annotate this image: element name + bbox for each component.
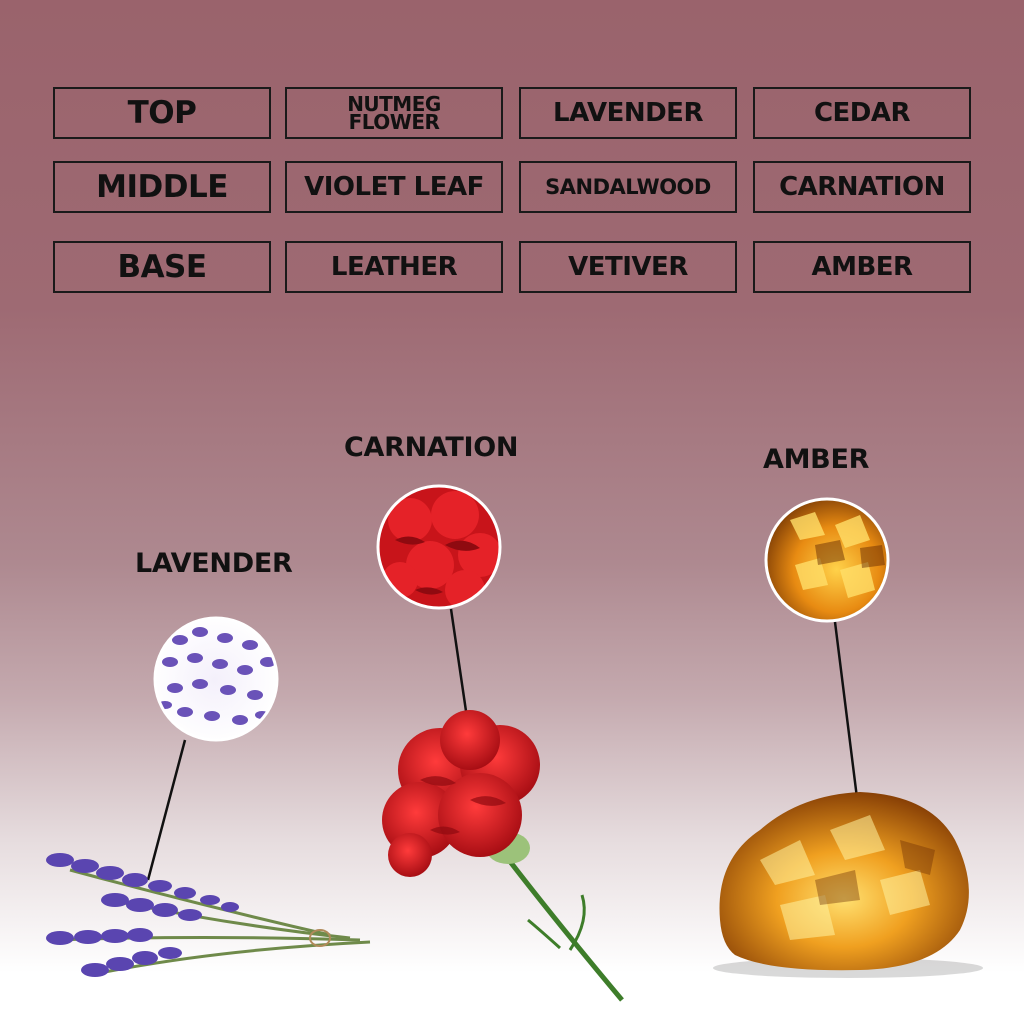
tier-label-base: BASE [53,241,271,293]
featured-title-lavender: LAVENDER [135,548,293,579]
lavender-closeup [146,616,279,881]
lavender-bunch [46,853,371,977]
tier-label-top: TOP [53,87,271,139]
carnation-flower [382,710,624,1002]
note-cell: AMBER [753,241,971,293]
note-cell: NUTMEG FLOWER [285,87,503,139]
amber-closeup [764,497,890,839]
featured-title-amber: AMBER [763,444,870,475]
note-cell: LEATHER [285,241,503,293]
note-cell: SANDALWOOD [519,161,737,213]
tier-label-middle: MIDDLE [53,161,271,213]
note-cell: VETIVER [519,241,737,293]
note-cell: VIOLET LEAF [285,161,503,213]
amber-stone [713,792,983,978]
note-cell: LAVENDER [519,87,737,139]
note-cell: CARNATION [753,161,971,213]
note-cell: CEDAR [753,87,971,139]
notes-grid: TOP NUTMEG FLOWER LAVENDER CEDAR MIDDLE … [0,0,1024,320]
featured-title-carnation: CARNATION [344,432,519,463]
